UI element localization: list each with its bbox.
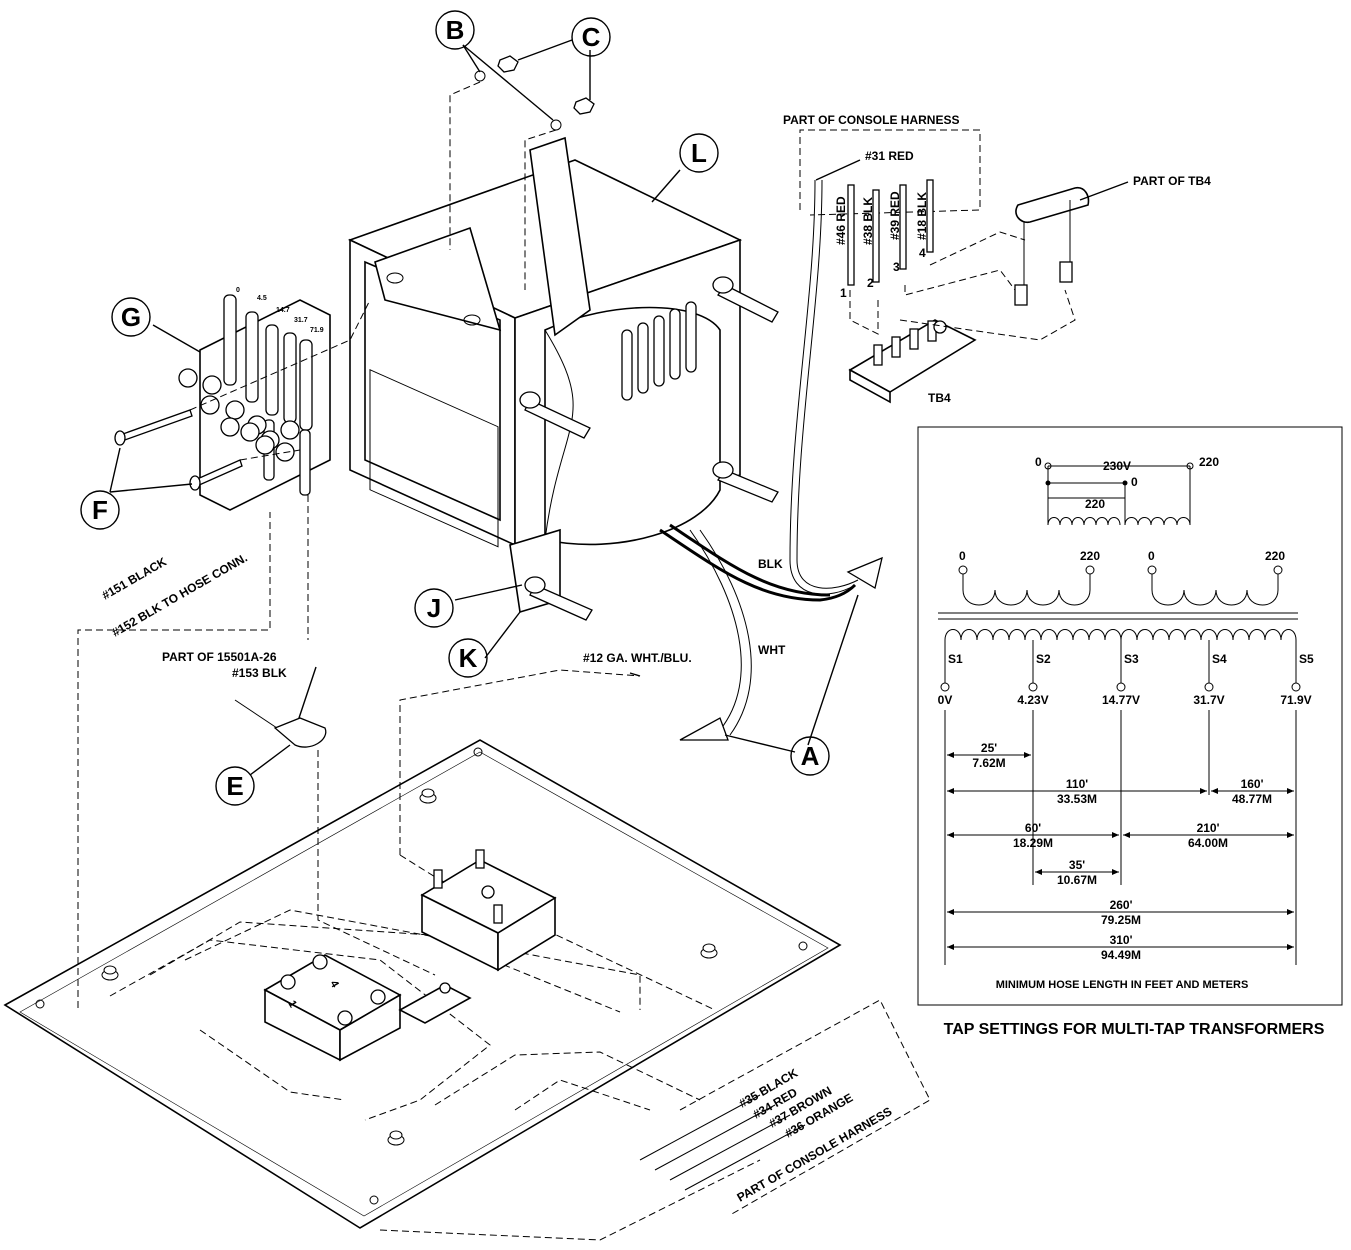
tap-mid-0: 0 xyxy=(1131,475,1138,489)
dim-260-ft: 260' xyxy=(1110,898,1133,912)
callout-J: J xyxy=(414,588,454,628)
label-pin-2: 2 xyxy=(867,276,874,290)
callout-L: L xyxy=(679,133,719,173)
label-pin-3: 3 xyxy=(893,260,900,274)
callout-F-letter: F xyxy=(92,495,108,525)
dim-160-m: 48.77M xyxy=(1232,792,1272,806)
dim-60-m: 18.29M xyxy=(1013,836,1053,850)
callout-K-letter: K xyxy=(459,643,478,673)
hose-length-caption: MINIMUM HOSE LENGTH IN FEET AND METERS xyxy=(996,979,1249,991)
label-part-of-15501: PART OF 15501A-26 xyxy=(162,650,277,664)
dim-35-ft: 35' xyxy=(1069,858,1085,872)
tap-S1-name: S1 xyxy=(948,652,963,666)
callout-B-letter: B xyxy=(446,15,465,45)
label-wht: WHT xyxy=(758,643,786,657)
label-wire-31: #31 RED xyxy=(865,149,914,163)
callout-G: G xyxy=(111,297,151,337)
label-wire-152: #152 BLK TO HOSE CONN. xyxy=(110,551,250,640)
dim-25-ft: 25' xyxy=(981,741,997,755)
dim-310-m: 94.49M xyxy=(1101,948,1141,962)
console-harness-top xyxy=(799,129,981,286)
label-wire-151: #151 BLACK xyxy=(100,554,170,602)
tap-settings-panel: 0 230V 220 0 220 0 220 0 220 xyxy=(917,426,1343,1006)
transformer-studs xyxy=(519,276,779,621)
tap-mid-220: 220 xyxy=(1085,497,1105,511)
label-pin-4: 4 xyxy=(919,246,926,260)
prim-right-220: 220 xyxy=(1265,549,1285,563)
base-plate: 4 1 xyxy=(3,512,842,1229)
label-pin-1: 1 xyxy=(840,286,847,300)
label-blk: BLK xyxy=(758,557,783,571)
callout-C-letter: C xyxy=(582,22,601,52)
term-label-14-7: 14.7 xyxy=(276,307,290,314)
callout-G-letter: G xyxy=(121,302,141,332)
transformer xyxy=(347,136,883,741)
prim-left-0: 0 xyxy=(959,549,966,563)
callout-F: F xyxy=(80,490,120,530)
term-label-31-7: 31.7 xyxy=(294,317,308,324)
dim-60-ft: 60' xyxy=(1025,821,1041,835)
relay-pin-1: 1 xyxy=(285,999,298,1010)
dimension-lines: 25' 7.62M 110' 33.53M 160' 48.77M 60' 18… xyxy=(947,741,1294,962)
label-console-harness-top: PART OF CONSOLE HARNESS xyxy=(783,113,959,127)
tap-S1-voltage: 0V xyxy=(938,693,953,707)
label-tb4: TB4 xyxy=(928,391,951,405)
label-wire-46: #46 RED xyxy=(834,196,848,245)
label-wire-18: #18 BLK xyxy=(915,192,929,240)
terminal-strip: 0 4.5 14.7 31.7 71.9 xyxy=(114,287,371,640)
tap-230v: 230V xyxy=(1103,459,1131,473)
prim-right-0: 0 xyxy=(1148,549,1155,563)
label-wire-38: #38 BLK xyxy=(861,197,875,245)
tb4-block xyxy=(848,186,1090,404)
bottom-harness xyxy=(379,999,931,1241)
callout-E: E xyxy=(215,766,255,806)
tap-S2-voltage: 4.23V xyxy=(1017,693,1048,707)
tap-settings-title: TAP SETTINGS FOR MULTI-TAP TRANSFORMERS xyxy=(944,1021,1325,1038)
dim-110-m: 33.53M xyxy=(1057,792,1097,806)
label-wire-12: #12 GA. WHT./BLU. xyxy=(583,651,692,665)
dim-110-ft: 110' xyxy=(1066,777,1088,791)
label-part-of-tb4: PART OF TB4 xyxy=(1133,174,1211,188)
leader-lines xyxy=(109,39,1129,776)
term-label-4-5: 4.5 xyxy=(257,295,267,302)
tap-S5-name: S5 xyxy=(1299,652,1314,666)
term-label-0: 0 xyxy=(236,287,240,294)
dim-25-m: 7.62M xyxy=(972,756,1005,770)
dim-35-m: 10.67M xyxy=(1057,873,1097,887)
callout-A: A xyxy=(790,736,830,776)
washers-and-nuts xyxy=(449,55,595,290)
callout-E-letter: E xyxy=(226,771,243,801)
callout-K: K xyxy=(448,638,488,678)
label-wire-39: #39 RED xyxy=(888,191,902,240)
callout-J-letter: J xyxy=(427,593,441,623)
callout-C: C xyxy=(571,17,611,57)
tap-S4-voltage: 31.7V xyxy=(1193,693,1224,707)
tap-top-220: 220 xyxy=(1199,455,1219,469)
dim-210-m: 64.00M xyxy=(1188,836,1228,850)
tap-S5-voltage: 71.9V xyxy=(1280,693,1311,707)
tap-S3-voltage: 14.77V xyxy=(1102,693,1140,707)
dim-260-m: 79.25M xyxy=(1101,913,1141,927)
dim-160-ft: 160' xyxy=(1241,777,1264,791)
label-wire-153: #153 BLK xyxy=(232,666,287,680)
tap-S2-name: S2 xyxy=(1036,652,1051,666)
callout-A-letter: A xyxy=(801,741,820,771)
term-label-71-9: 71.9 xyxy=(310,327,324,334)
tap-S4-name: S4 xyxy=(1212,652,1227,666)
callout-B: B xyxy=(435,10,475,50)
dim-310-ft: 310' xyxy=(1110,933,1133,947)
tap-top-0: 0 xyxy=(1035,455,1042,469)
callout-L-letter: L xyxy=(691,138,707,168)
tap-S3-name: S3 xyxy=(1124,652,1139,666)
dim-210-ft: 210' xyxy=(1197,821,1220,835)
secondary-taps: S1 S2 S3 S4 S5 0V 4.23V 14.77V 31.7V 71.… xyxy=(938,640,1314,707)
prim-left-220: 220 xyxy=(1080,549,1100,563)
